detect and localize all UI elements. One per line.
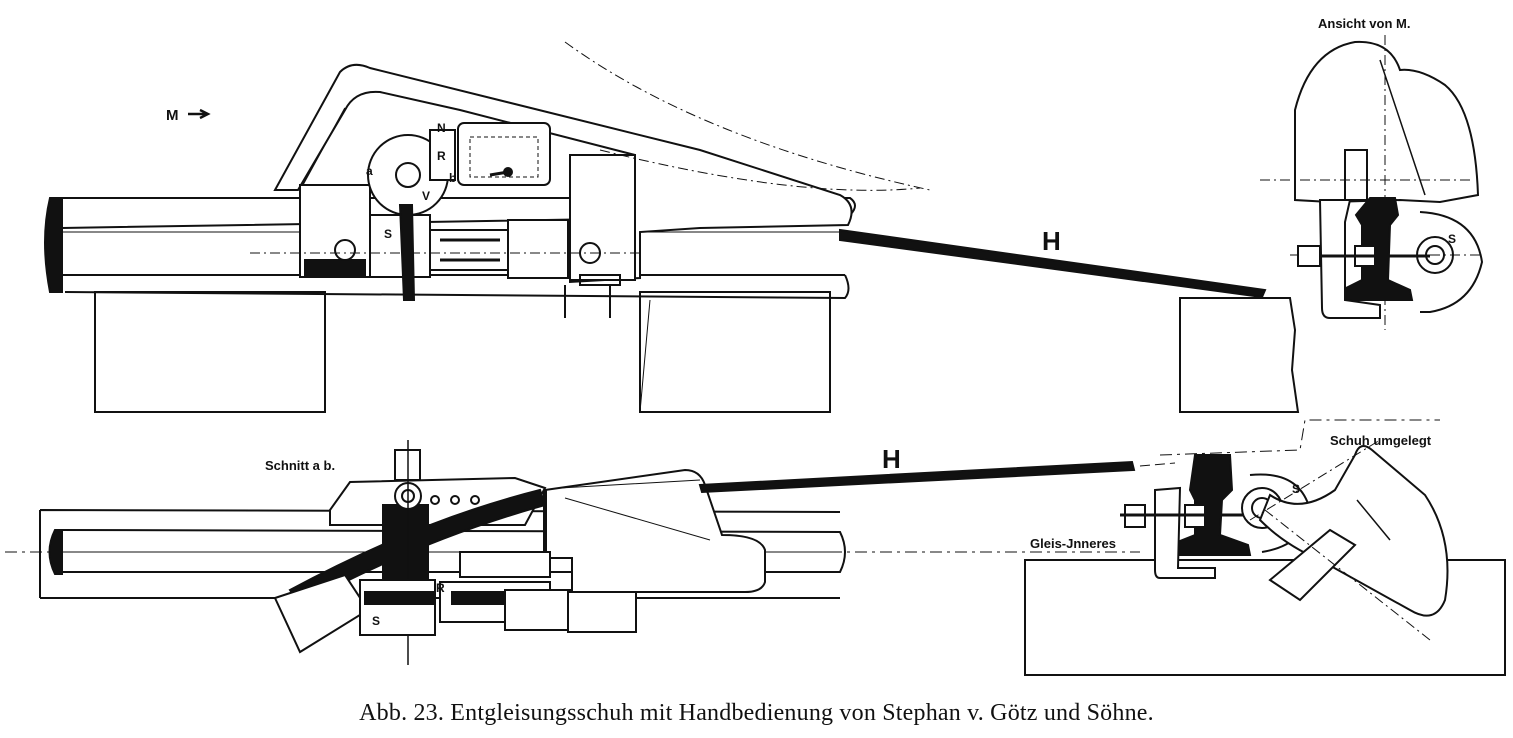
m-arrow xyxy=(188,108,211,120)
hub-block-2 xyxy=(507,219,569,279)
ratchet xyxy=(398,204,416,301)
label-ansicht: Ansicht von M. xyxy=(1318,16,1410,31)
label-v: V xyxy=(422,189,430,203)
label-s-bottom-right: S xyxy=(1292,482,1300,496)
label-h-bottom: H xyxy=(882,444,901,474)
shoe-tilted xyxy=(1258,445,1449,617)
sleeper-2 xyxy=(639,291,831,413)
label-s-bottom: S xyxy=(372,614,380,628)
axle xyxy=(429,229,511,271)
shoe-tilted-view xyxy=(1024,419,1506,676)
label-r-bottom: R xyxy=(436,581,445,595)
figure-caption: Abb. 23. Entgleisungsschuh mit Handbedie… xyxy=(359,700,1154,726)
label-r-top: R xyxy=(437,149,446,163)
label-s-side: S xyxy=(1448,232,1456,246)
shoe-front xyxy=(1294,40,1480,204)
label-s-top: S xyxy=(384,227,392,241)
top-side-view xyxy=(44,41,1300,413)
view-from-m xyxy=(1260,35,1484,330)
label-h-top: H xyxy=(1042,226,1061,256)
sleeper-3 xyxy=(1179,297,1300,413)
label-schnitt: Schnitt a b. xyxy=(265,458,335,473)
label-m: M xyxy=(166,107,179,124)
label-n: N xyxy=(437,121,446,135)
rail-plan-end xyxy=(48,529,63,575)
label-b: b xyxy=(449,171,456,185)
arm-handle xyxy=(273,573,370,654)
label-schuh: Schuh umgelegt xyxy=(1330,433,1432,448)
rod-h-bottom xyxy=(698,460,1136,494)
shoe-plan xyxy=(544,468,766,593)
technical-drawing: Ansicht von M. M H H Schnitt a b. Schuh … xyxy=(5,16,1506,676)
label-a: a xyxy=(366,164,373,178)
label-gleis: Gleis-Jnneres xyxy=(1030,536,1116,551)
rail-end xyxy=(44,197,63,293)
rail-section-2 xyxy=(1166,454,1252,556)
clamp-2 xyxy=(1154,486,1216,579)
shoe-body xyxy=(273,63,853,284)
section-ab xyxy=(5,440,1176,665)
sleeper-1 xyxy=(94,291,326,413)
latch-box xyxy=(457,122,551,186)
rod-h-top xyxy=(839,228,1267,299)
clamp-bracket xyxy=(1318,199,1381,319)
side-plate xyxy=(569,154,636,281)
